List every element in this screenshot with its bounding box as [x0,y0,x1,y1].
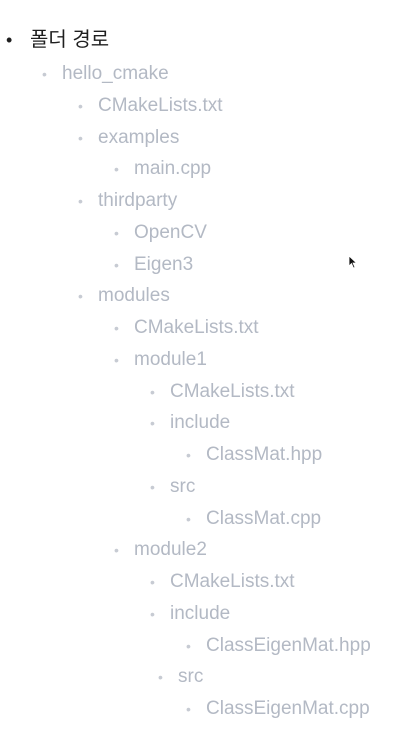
tree-item[interactable]: • module2 [114,536,207,564]
tree-item[interactable]: • ClassMat.hpp [186,441,322,469]
tree-item-label: ClassEigenMat.cpp [206,698,370,719]
tree-item[interactable]: • modules [78,282,170,310]
tree-item-label: OpenCV [134,221,207,243]
bullet-icon: • [78,288,83,305]
bullet-icon: • [114,320,119,336]
tree-item[interactable]: • ClassEigenMat.cpp [186,695,370,723]
tree-item[interactable]: • Eigen3 [114,251,193,279]
tree-item-label: module2 [134,539,207,561]
tree-item-label: thirdparty [98,190,178,211]
bullet-icon: • [186,510,191,527]
bullet-icon: • [186,637,191,654]
tree-item-label: src [178,666,204,688]
tree-item[interactable]: • examples [78,124,179,152]
bullet-icon: • [150,605,155,622]
bullet-icon: • [114,161,119,178]
tree-item[interactable]: • module1 [114,346,207,374]
tree-root-item[interactable]: • 폴더 경로 [6,26,109,54]
bullet-icon: • [42,66,47,82]
bullet-icon: • [158,669,163,686]
tree-item-label: examples [98,126,180,148]
tree-item[interactable]: • src [158,663,203,691]
tree-item[interactable]: • CMakeLists.txt [114,314,259,342]
tree-item[interactable]: • ClassMat.cpp [186,505,321,533]
bullet-icon: • [78,97,83,114]
tree-item-label: ClassMat.cpp [206,507,322,529]
tree-item[interactable]: • hello_cmake [42,60,169,88]
tree-item-label: CMakeLists.txt [170,571,295,592]
tree-item-label: include [170,412,231,434]
tree-item-label: module1 [134,348,207,370]
bullet-icon: • [114,256,119,273]
bullet-icon: • [114,224,119,241]
tree-item-label: Eigen3 [134,253,194,275]
tree-item[interactable]: • OpenCV [114,219,207,247]
tree-item[interactable]: • CMakeLists.txt [78,92,223,120]
tree-item[interactable]: • CMakeLists.txt [150,568,295,596]
tree-item-label: include [170,602,231,624]
bullet-icon: • [78,129,83,146]
tree-item[interactable]: • include [150,600,230,628]
bullet-icon: • [150,574,155,590]
bullet-icon: • [78,193,83,209]
tree-item-label: CMakeLists.txt [134,317,259,338]
tree-item-label: hello_cmake [62,63,169,84]
bullet-icon: • [186,701,191,717]
bullet-icon: • [186,447,191,463]
tree-item-label: CMakeLists.txt [170,380,295,402]
tree-root-label: 폴더 경로 [30,29,110,51]
tree-item-label: main.cpp [134,158,212,180]
tree-item-label: ClassEigenMat.hpp [206,634,371,656]
bullet-icon: • [6,30,13,50]
tree-item[interactable]: • CMakeLists.txt [150,378,295,406]
tree-item[interactable]: • main.cpp [114,155,211,183]
bullet-icon: • [114,542,119,559]
tree-item[interactable]: • ClassEigenMat.hpp [186,632,371,660]
tree-item-label: src [170,475,196,497]
mouse-pointer-icon [348,255,358,269]
tree-item-label: CMakeLists.txt [98,94,223,116]
bullet-icon: • [150,415,155,432]
bullet-icon: • [150,478,155,495]
tree-item[interactable]: • thirdparty [78,187,177,215]
tree-item[interactable]: • src [150,473,195,501]
bullet-icon: • [114,351,119,368]
tree-item-label: ClassMat.hpp [206,444,323,465]
bullet-icon: • [150,383,155,400]
tree-item[interactable]: • include [150,409,230,437]
tree-item-label: modules [98,285,170,307]
